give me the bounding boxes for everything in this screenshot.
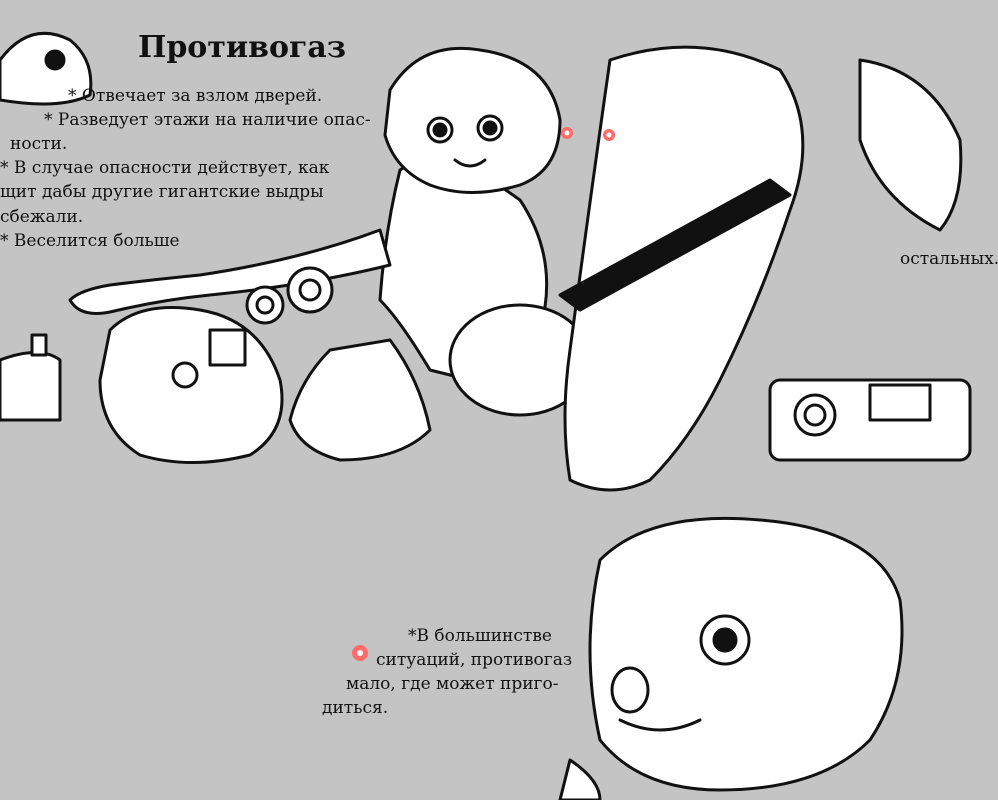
note-line-1: * Отвечает за взлом дверей. xyxy=(68,86,323,106)
lamp xyxy=(0,351,62,422)
note-line-2: * Разведует этажи на наличие опас- xyxy=(44,110,371,130)
right-character xyxy=(563,45,805,492)
note-line-7: * Веселится больше xyxy=(0,231,180,251)
bottom-note-line-4: диться. xyxy=(322,698,389,718)
bottom-note-line-3: мало, где может приго- xyxy=(346,674,559,694)
mask-head xyxy=(383,46,562,194)
small-head-top-left xyxy=(0,31,93,106)
note-line-5b: щит дабы другие гигантские выдры xyxy=(0,182,324,202)
bottom-note-line-2: ситуаций, противогаз xyxy=(376,650,573,670)
note-line-8: остальных. xyxy=(900,249,998,269)
bottom-note-line-1: *В большинстве xyxy=(408,626,552,646)
sash xyxy=(558,178,792,312)
page-title: Противогаз xyxy=(138,30,346,65)
note-line-6: сбежали. xyxy=(0,207,84,227)
note-line-4: * В случае опасности действует, как xyxy=(0,158,330,178)
note-line-3: ности. xyxy=(10,134,68,154)
left-arm xyxy=(68,228,392,315)
